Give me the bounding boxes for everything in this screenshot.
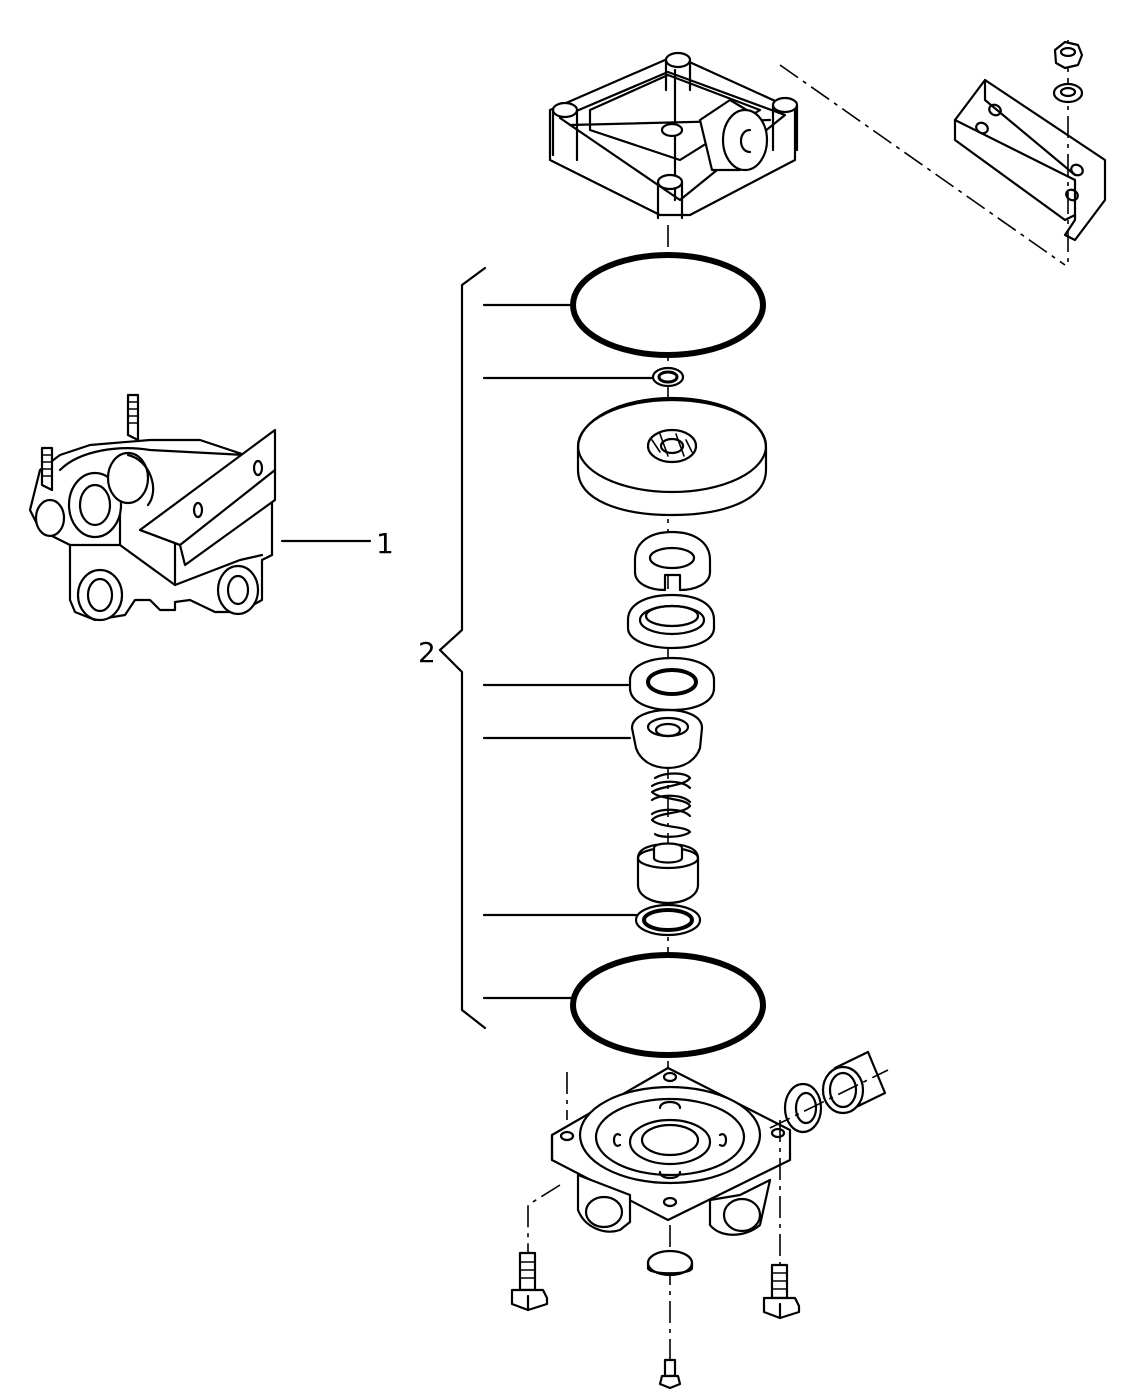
bolt-axis-left bbox=[527, 1184, 561, 1260]
compression-spring bbox=[650, 772, 692, 838]
valve-seat bbox=[630, 708, 704, 770]
diaphragm-piston bbox=[576, 396, 768, 517]
mounting-bracket-drawing bbox=[953, 78, 1107, 242]
seal-ring bbox=[628, 656, 716, 712]
lower-housing-drawing bbox=[550, 1066, 792, 1236]
top-cover-drawing bbox=[548, 51, 799, 220]
callout-1: 1 bbox=[376, 527, 394, 560]
small-screw bbox=[658, 1358, 682, 1390]
small-seal-ring bbox=[651, 366, 685, 388]
retaining-spring-ring bbox=[633, 530, 712, 592]
o-ring-top bbox=[570, 252, 766, 358]
side-pipe-drawing bbox=[821, 1050, 887, 1115]
repair-kit-brace bbox=[438, 266, 487, 1030]
assembled-valve-drawing bbox=[28, 393, 277, 622]
bolt-right bbox=[762, 1263, 801, 1320]
hex-nut-drawing bbox=[1053, 40, 1084, 70]
bracket-assembly-line bbox=[779, 64, 1066, 266]
callout-2: 2 bbox=[418, 636, 436, 669]
o-ring-bottom bbox=[570, 952, 766, 1058]
bolt-left bbox=[510, 1251, 549, 1312]
pipe-axis-line bbox=[769, 1069, 889, 1129]
pipe-seal-ring bbox=[783, 1082, 823, 1134]
plunger bbox=[636, 842, 700, 905]
piston-insert bbox=[626, 593, 716, 650]
washer-drawing bbox=[1052, 82, 1084, 104]
disc-washer bbox=[646, 1249, 694, 1277]
lower-seal-ring bbox=[634, 903, 702, 937]
